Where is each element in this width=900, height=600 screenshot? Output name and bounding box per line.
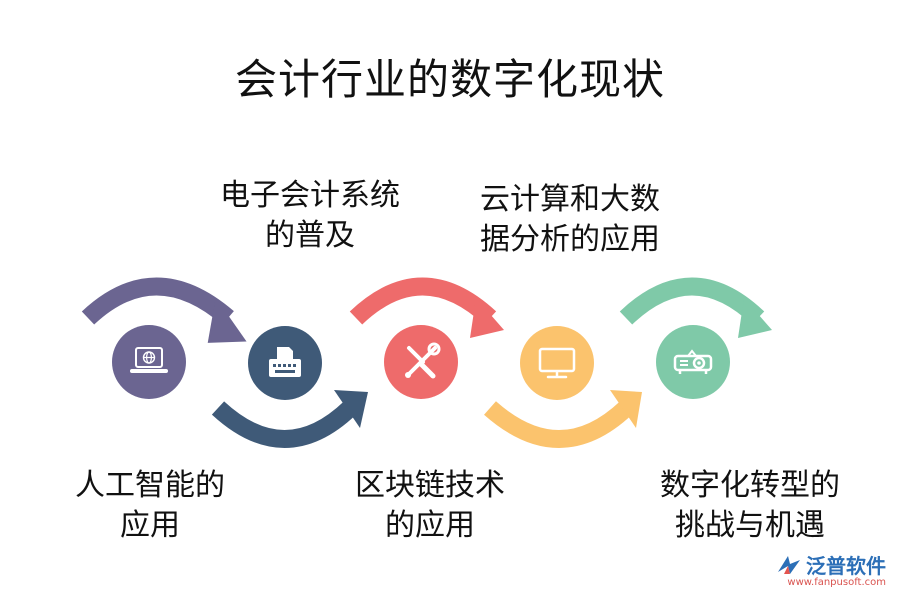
tools-icon — [405, 342, 441, 379]
label-cloud: 云计算和大数据分析的应用 — [480, 182, 660, 257]
label-blockchain: 区块链技术的应用 — [355, 468, 505, 543]
page-title: 会计行业的数字化现状 — [234, 55, 665, 104]
node-cloud — [520, 326, 594, 400]
projector-icon — [673, 349, 713, 374]
label-digital-transform: 数字化转型的挑战与机遇 — [660, 468, 840, 543]
typewriter-icon — [269, 347, 301, 377]
monitor-icon — [538, 347, 576, 379]
arrow-4 — [484, 390, 642, 448]
laptop-globe-icon — [130, 347, 168, 373]
node-ai — [112, 325, 186, 399]
node-digital-transform — [656, 325, 730, 399]
label-ai: 人工智能的应用 — [75, 468, 225, 543]
label-e-accounting: 电子会计系统的普及 — [220, 178, 400, 253]
brand-logo: 泛普软件 www.fanpusoft.com — [776, 550, 886, 588]
arrow-1 — [81, 277, 247, 343]
brand-name: 泛普软件 — [806, 554, 886, 578]
brand-url: www.fanpusoft.com — [787, 577, 886, 588]
brand-mark-icon — [778, 555, 800, 574]
arrow-3 — [349, 277, 504, 338]
node-blockchain — [384, 325, 458, 399]
arrow-5 — [619, 277, 772, 338]
arrow-2 — [211, 390, 368, 448]
node-e-accounting — [248, 326, 322, 400]
